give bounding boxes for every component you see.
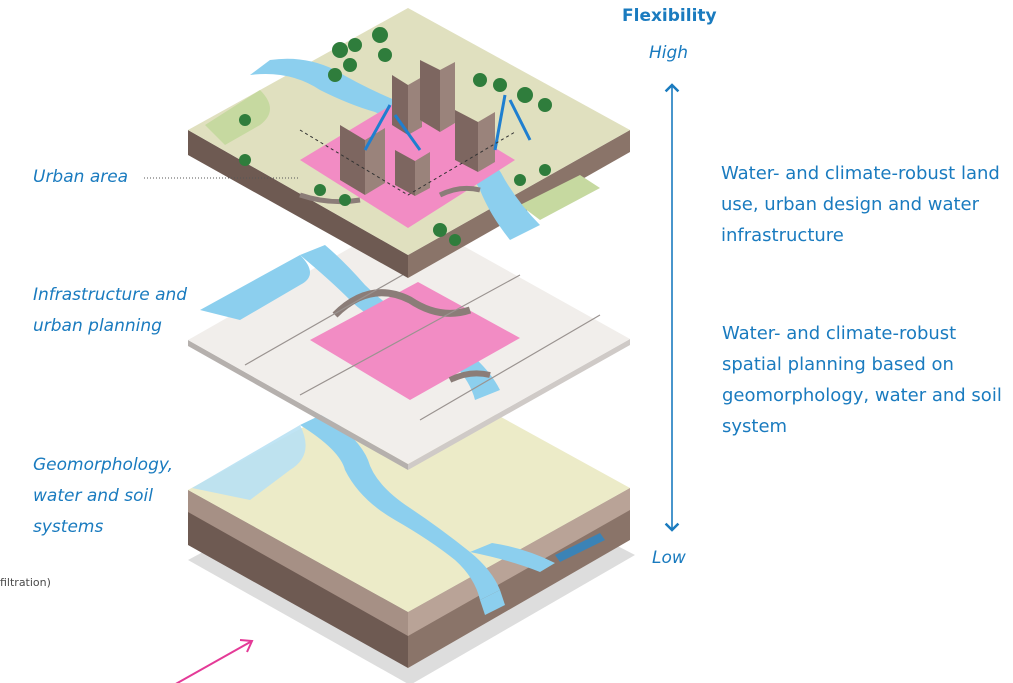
urban-area-label: Urban area <box>33 167 129 187</box>
cropped-text: filtration) <box>0 576 51 589</box>
geomorphology-layer <box>188 368 635 683</box>
flexibility-title: Flexibility <box>622 6 717 26</box>
infrastructure-label: Infrastructure and urban planning <box>33 285 188 336</box>
urban-layer <box>188 8 630 278</box>
pink-arrow <box>175 639 254 683</box>
flexibility-low-label: Low <box>652 548 686 568</box>
top-description: Water- and climate-robust land use, urba… <box>721 163 1000 246</box>
bottom-description: Water- and climate-robust spatial planni… <box>722 323 1002 437</box>
flexibility-high-label: High <box>649 43 689 63</box>
geomorphology-label: Geomorphology, water and soil systems <box>33 455 174 537</box>
infrastructure-layer <box>188 215 630 470</box>
